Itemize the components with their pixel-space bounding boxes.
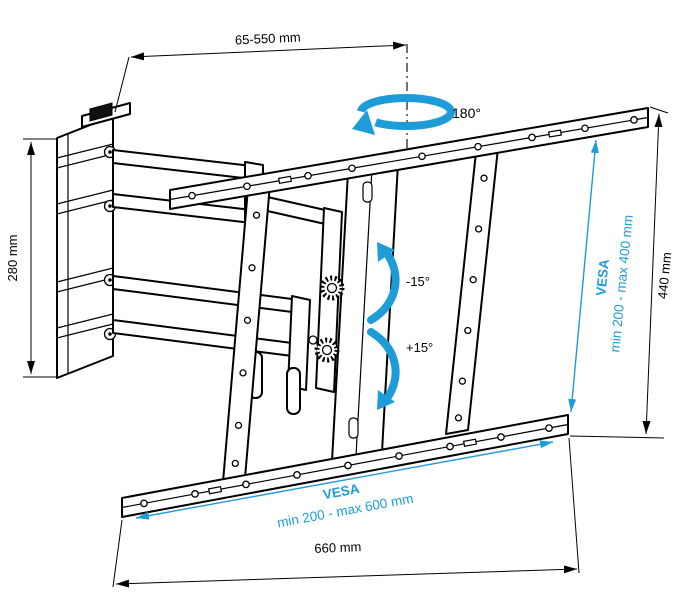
vesa-vertical-title: VESA (593, 258, 612, 296)
tilt-down-arrow (367, 328, 400, 404)
dim-arm-extension: 65-550 mm (114, 29, 407, 113)
tilt-down-label: +15° (406, 340, 433, 355)
bracket-width-label: 660 mm (314, 539, 361, 556)
right-upright-rail (445, 147, 499, 435)
tilt-pivot-knobs (314, 275, 345, 363)
center-mount-plate (331, 162, 399, 462)
lower-arm-bar (112, 275, 301, 314)
wall-plate-clip (89, 102, 113, 122)
tilt-arrows: -15° +15° (367, 242, 433, 410)
tilt-up-label: -15° (406, 274, 430, 289)
swivel-arrowhead-icon (352, 110, 375, 135)
wall-plate-height-label: 280 mm (5, 235, 20, 282)
dim-vesa-vertical: VESA min 200 - max 400 mm (568, 139, 636, 413)
swivel-angle-label: 180° (452, 105, 481, 121)
arm-post (286, 367, 301, 415)
lower-arm-elbow (287, 295, 311, 391)
wall-plate (56, 102, 131, 379)
dim-bracket-height: 440 mm (569, 106, 675, 439)
vesa-horizontal-title: VESA (322, 481, 361, 502)
swivel-arrow: 180° (340, 94, 481, 138)
tilt-up-arrowhead-icon (377, 242, 395, 262)
left-upright-rail (222, 183, 271, 483)
bracket-height-label: 440 mm (655, 251, 675, 299)
arm-extension-label: 65-550 mm (235, 29, 301, 47)
vesa-vertical-range: min 200 - max 400 mm (607, 214, 636, 353)
top-rail-holes (188, 116, 638, 200)
tilt-up-arrow (367, 248, 400, 324)
lower-arm-bar (112, 319, 301, 358)
dim-bracket-width: 660 mm (112, 437, 580, 588)
dim-wall-plate-height: 280 mm (5, 138, 56, 378)
upper-arm-bar (112, 149, 253, 180)
tilt-down-arrowhead-icon (377, 390, 395, 410)
